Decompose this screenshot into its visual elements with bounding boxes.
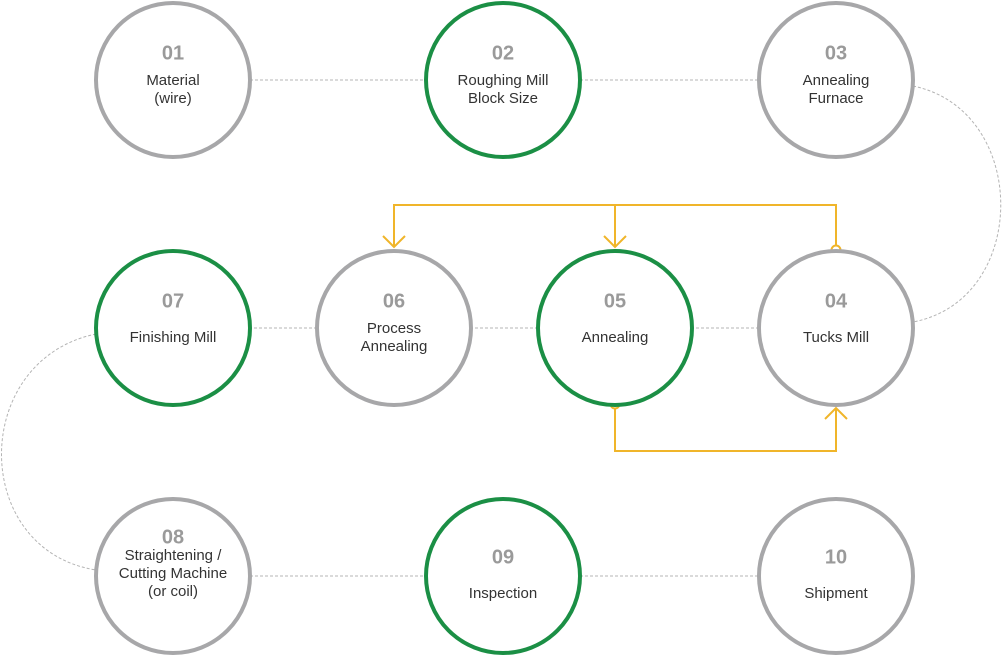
step-number: 02 (492, 42, 514, 64)
connector-curve-right (912, 85, 1002, 323)
step-number: 03 (825, 42, 847, 64)
step-ring (757, 497, 915, 655)
step-label-line: Material (146, 72, 199, 89)
step-ring (94, 1, 252, 159)
step-label-line: Tucks Mill (803, 329, 869, 346)
arrowhead-up-04 (824, 406, 848, 420)
arrowhead-down-06 (382, 235, 406, 249)
step-label-line: Process (367, 320, 421, 337)
step-label-line: Furnace (808, 90, 863, 107)
connector-lines (1, 79, 1002, 577)
step-label-line: Finishing Mill (130, 329, 217, 346)
step-ring (424, 1, 582, 159)
step-number: 05 (604, 290, 626, 312)
step-number: 04 (825, 290, 848, 312)
step-label-line: Annealing (582, 329, 649, 346)
step-label-line: (wire) (154, 90, 192, 107)
step-ring (757, 249, 915, 407)
step-number: 09 (492, 546, 514, 568)
step-ring (94, 497, 252, 655)
step-label-line: Cutting Machine (119, 565, 227, 582)
step-number: 06 (383, 290, 405, 312)
loop-arrow-bottom-line (614, 405, 837, 452)
step-number: 08 (162, 526, 184, 548)
step-label-line: Roughing Mill (458, 72, 549, 89)
arrowhead-down-05 (603, 235, 627, 249)
step-number: 01 (162, 42, 184, 64)
step-label-line: Block Size (468, 90, 538, 107)
step-ring (315, 249, 473, 407)
step-label-line: Annealing (803, 72, 870, 89)
step-ring (94, 249, 252, 407)
step-label-line: Inspection (469, 585, 537, 602)
step-label-line: Straightening / (125, 547, 223, 564)
step-number: 07 (162, 290, 184, 312)
step-label-line: (or coil) (148, 583, 198, 600)
connector-curve-left (1, 333, 97, 571)
step-ring (757, 1, 915, 159)
step-number: 10 (825, 546, 847, 568)
step-label-line: Shipment (804, 585, 868, 602)
step-ring (424, 497, 582, 655)
step-ring (536, 249, 694, 407)
step-label-line: Annealing (361, 338, 428, 355)
